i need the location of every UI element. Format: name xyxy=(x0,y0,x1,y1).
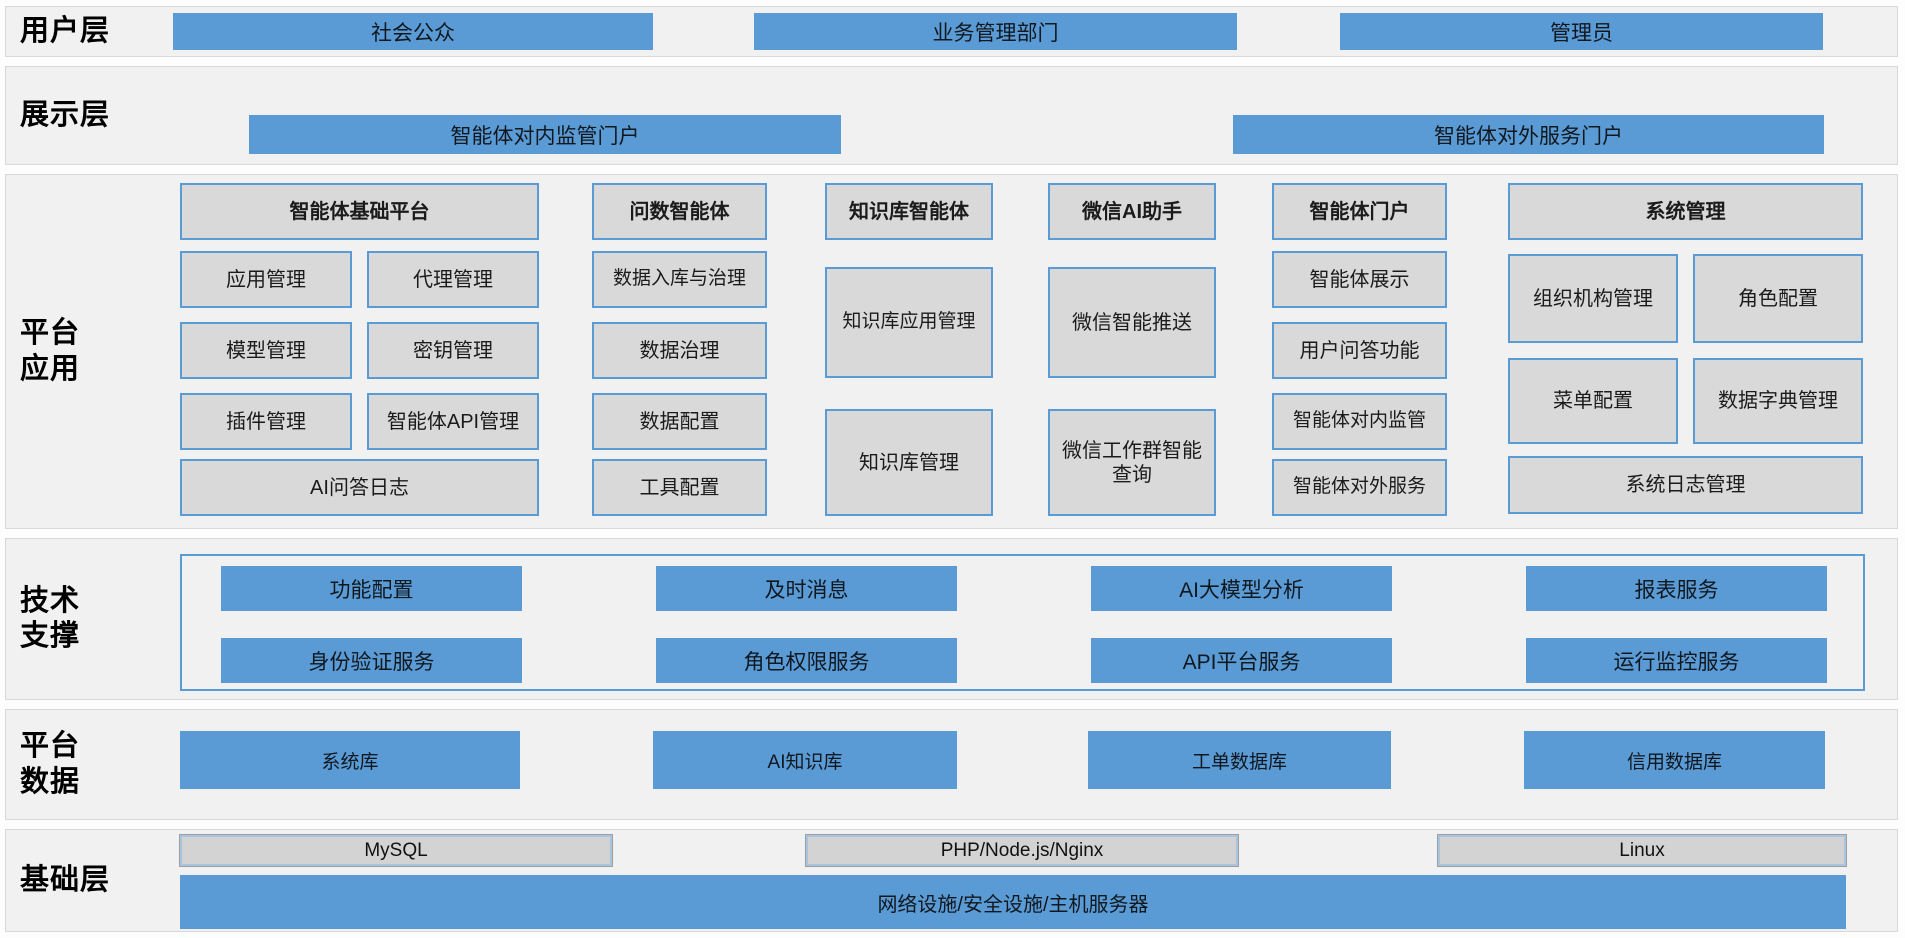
group-knowledge-base-agent: 知识库智能体 知识库应用管理 知识库管理 xyxy=(825,183,993,516)
display-layer-content: 智能体对内监管门户 智能体对外服务门户 xyxy=(172,67,1897,164)
box-proxy-mgmt: 代理管理 xyxy=(367,251,539,308)
tech-support-label: 技术 支撑 xyxy=(6,539,172,699)
user-layer-label-text: 用户层 xyxy=(20,14,111,47)
box-data-ingestion-governance: 数据入库与治理 xyxy=(592,251,767,308)
box-role-permission-service: 角色权限服务 xyxy=(656,638,957,683)
platform-app-content: 智能体基础平台 应用管理 代理管理 模型管理 密钥管理 插件管理 智能体API管… xyxy=(172,175,1897,528)
box-network-security-host-infra: 网络设施/安全设施/主机服务器 xyxy=(180,875,1846,929)
box-menu-config: 菜单配置 xyxy=(1508,358,1678,444)
display-layer-label-text: 展示层 xyxy=(20,98,111,131)
box-ai-qa-log: AI问答日志 xyxy=(180,459,539,516)
box-ai-llm-analysis: AI大模型分析 xyxy=(1091,566,1392,611)
platform-data-label: 平台 数据 xyxy=(6,710,172,819)
tech-support-content: 功能配置 及时消息 AI大模型分析 报表服务 身份验证服务 角色权限服务 API… xyxy=(172,539,1897,699)
infra-layer-label-text: 基础层 xyxy=(20,863,111,896)
group-title-data-query-agent: 问数智能体 xyxy=(592,183,767,240)
box-instant-message: 及时消息 xyxy=(656,566,957,611)
box-model-mgmt: 模型管理 xyxy=(180,322,352,379)
box-external-service-portal: 智能体对外服务门户 xyxy=(1233,115,1824,154)
display-layer-label: 展示层 xyxy=(6,67,172,164)
box-tool-config: 工具配置 xyxy=(592,459,767,516)
group-title-wechat-ai-assistant: 微信AI助手 xyxy=(1048,183,1216,240)
band-infra-layer: 基础层 MySQL PHP/Node.js/Nginx Linux 网络设施/安… xyxy=(5,829,1898,932)
box-user-qa-function: 用户问答功能 xyxy=(1272,322,1447,379)
box-internal-supervision-portal: 智能体对内监管门户 xyxy=(249,115,841,154)
platform-app-label-line1: 平台 xyxy=(20,317,81,350)
box-role-config: 角色配置 xyxy=(1693,254,1863,343)
box-kb-mgmt: 知识库管理 xyxy=(825,409,993,516)
box-system-log-mgmt: 系统日志管理 xyxy=(1508,456,1863,514)
box-agent-internal-supervision: 智能体对内监管 xyxy=(1272,393,1447,450)
group-title-agent-portal: 智能体门户 xyxy=(1272,183,1447,240)
box-plugin-mgmt: 插件管理 xyxy=(180,393,352,450)
box-agent-display: 智能体展示 xyxy=(1272,251,1447,308)
group-data-query-agent: 问数智能体 数据入库与治理 数据治理 数据配置 工具配置 xyxy=(592,183,767,516)
group-system-mgmt: 系统管理 组织机构管理 角色配置 菜单配置 数据字典管理 系统日志管理 xyxy=(1508,183,1863,516)
box-ops-monitoring-service: 运行监控服务 xyxy=(1526,638,1827,683)
group-title-agent-base-platform: 智能体基础平台 xyxy=(180,183,539,240)
tech-support-label-line2: 支撑 xyxy=(20,620,81,652)
box-key-mgmt: 密钥管理 xyxy=(367,322,539,379)
box-work-order-db: 工单数据库 xyxy=(1088,731,1391,789)
group-wechat-ai-assistant: 微信AI助手 微信智能推送 微信工作群智能查询 xyxy=(1048,183,1216,516)
group-title-knowledge-base-agent: 知识库智能体 xyxy=(825,183,993,240)
tech-support-label-line1: 技术 xyxy=(20,584,81,617)
box-wechat-group-smart-query: 微信工作群智能查询 xyxy=(1048,409,1216,516)
box-business-mgmt-dept: 业务管理部门 xyxy=(754,13,1237,50)
box-credit-db: 信用数据库 xyxy=(1524,731,1825,789)
box-linux: Linux xyxy=(1438,835,1846,866)
box-agent-external-service: 智能体对外服务 xyxy=(1272,459,1447,516)
box-kb-app-mgmt: 知识库应用管理 xyxy=(825,267,993,378)
tech-support-frame: 功能配置 及时消息 AI大模型分析 报表服务 身份验证服务 角色权限服务 API… xyxy=(180,554,1865,691)
box-function-config: 功能配置 xyxy=(221,566,522,611)
band-user-layer: 用户层 社会公众 业务管理部门 管理员 xyxy=(5,6,1898,57)
group-title-system-mgmt: 系统管理 xyxy=(1508,183,1863,240)
platform-app-label: 平台 应用 xyxy=(6,175,172,528)
box-data-dictionary-mgmt: 数据字典管理 xyxy=(1693,358,1863,444)
box-ai-knowledge-db: AI知识库 xyxy=(653,731,957,789)
box-system-db: 系统库 xyxy=(180,731,520,789)
band-platform-app-layer: 平台 应用 智能体基础平台 应用管理 代理管理 模型管理 密钥管理 插件管理 智… xyxy=(5,174,1898,529)
band-display-layer: 展示层 智能体对内监管门户 智能体对外服务门户 xyxy=(5,66,1898,165)
box-php-nodejs-nginx: PHP/Node.js/Nginx xyxy=(806,835,1238,866)
box-org-structure-mgmt: 组织机构管理 xyxy=(1508,254,1678,343)
band-tech-support-layer: 技术 支撑 功能配置 及时消息 AI大模型分析 报表服务 身份验证服务 角色权限… xyxy=(5,538,1898,700)
platform-data-content: 系统库 AI知识库 工单数据库 信用数据库 xyxy=(172,710,1897,819)
user-layer-label: 用户层 xyxy=(6,7,172,56)
platform-data-label-line2: 数据 xyxy=(20,765,81,798)
box-data-governance: 数据治理 xyxy=(592,322,767,379)
user-layer-content: 社会公众 业务管理部门 管理员 xyxy=(172,7,1897,56)
platform-data-label-line1: 平台 xyxy=(20,730,81,763)
infra-layer-label: 基础层 xyxy=(6,830,172,931)
platform-app-label-line2: 应用 xyxy=(20,352,81,385)
box-identity-verification-service: 身份验证服务 xyxy=(221,638,522,683)
band-platform-data-layer: 平台 数据 系统库 AI知识库 工单数据库 信用数据库 xyxy=(5,709,1898,820)
box-social-public: 社会公众 xyxy=(173,13,653,50)
box-mysql: MySQL xyxy=(180,835,612,866)
box-administrator: 管理员 xyxy=(1340,13,1823,50)
infra-layer-content: MySQL PHP/Node.js/Nginx Linux 网络设施/安全设施/… xyxy=(172,830,1897,931)
box-app-mgmt: 应用管理 xyxy=(180,251,352,308)
box-data-config: 数据配置 xyxy=(592,393,767,450)
box-agent-api-mgmt: 智能体API管理 xyxy=(367,393,539,450)
box-api-platform-service: API平台服务 xyxy=(1091,638,1392,683)
box-wechat-smart-push: 微信智能推送 xyxy=(1048,267,1216,378)
group-agent-base-platform: 智能体基础平台 应用管理 代理管理 模型管理 密钥管理 插件管理 智能体API管… xyxy=(180,183,539,516)
box-report-service: 报表服务 xyxy=(1526,566,1827,611)
group-agent-portal: 智能体门户 智能体展示 用户问答功能 智能体对内监管 智能体对外服务 xyxy=(1272,183,1447,516)
